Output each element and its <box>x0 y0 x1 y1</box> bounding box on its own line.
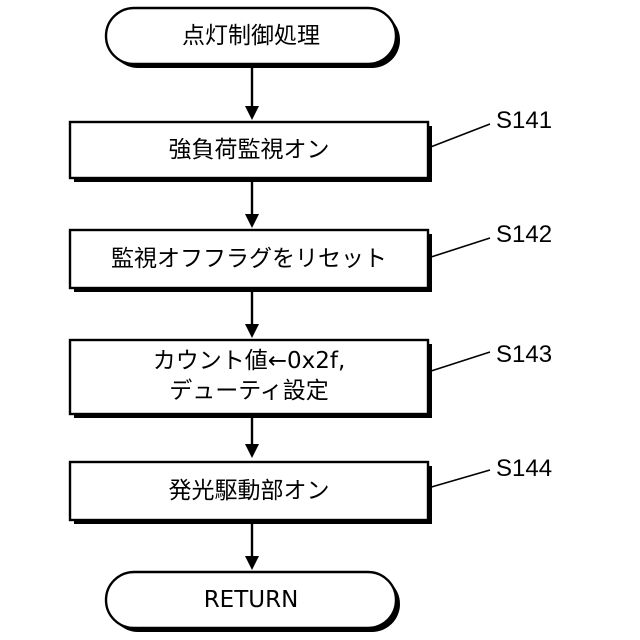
arrowhead-s144 <box>245 444 259 458</box>
step-label: S142 <box>496 221 552 248</box>
end-terminal: RETURN <box>106 572 400 632</box>
process-step-s142: 監視オフフラグをリセット S142 <box>70 221 552 292</box>
process-step-s141: 強負荷監視オン S141 <box>70 107 552 182</box>
start-terminal-label: 点灯制御処理 <box>182 23 320 49</box>
step-label-leader <box>428 470 490 488</box>
arrowhead-end <box>245 556 259 570</box>
process-step-text-line-2: デューティ設定 <box>169 378 329 404</box>
arrowhead-s141 <box>245 106 259 120</box>
process-step-text-line-1: カウント値←0x2f, <box>153 348 346 374</box>
step-label: S143 <box>496 341 552 368</box>
process-step-s143: カウント値←0x2f, デューティ設定 S143 <box>70 340 552 418</box>
step-label-leader <box>428 238 490 258</box>
step-label-leader <box>428 124 490 148</box>
process-step-text: 強負荷監視オン <box>169 137 330 163</box>
step-label-leader <box>428 352 490 372</box>
step-label: S141 <box>496 107 552 134</box>
start-terminal: 点灯制御処理 <box>106 8 400 68</box>
end-terminal-label: RETURN <box>204 587 299 613</box>
step-label: S144 <box>496 455 552 482</box>
process-step-text: 発光駆動部オン <box>169 478 330 504</box>
process-step-text: 監視オフフラグをリセット <box>111 246 387 272</box>
process-step-s144: 発光駆動部オン S144 <box>70 455 552 524</box>
arrowhead-s142 <box>245 214 259 228</box>
arrowhead-s143 <box>245 324 259 338</box>
